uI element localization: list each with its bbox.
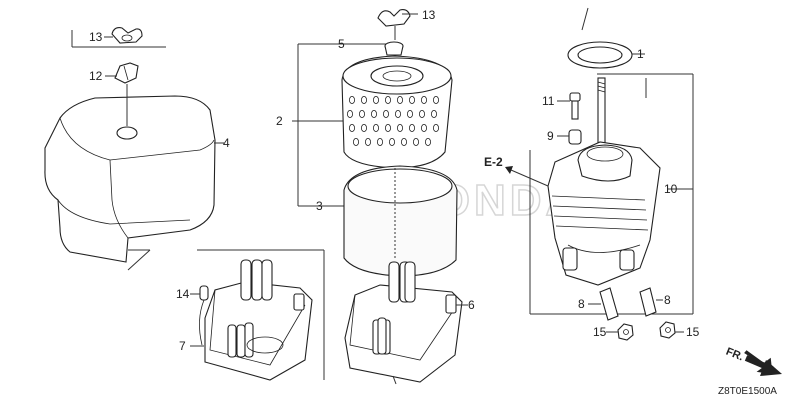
air-cleaner-case (344, 261, 463, 383)
grommet-part-5 (384, 41, 404, 56)
dowel-pin-left (599, 287, 619, 321)
perforation-hole (372, 124, 379, 133)
callout-9: 9 (547, 129, 554, 143)
figure-code: Z8T0E1500A (718, 386, 777, 397)
elbow-part-10 (547, 141, 661, 286)
front-direction-arrow (744, 350, 782, 376)
perforation-hole (432, 124, 439, 133)
perforation-hole (348, 124, 355, 133)
wing-nut-left (111, 27, 143, 44)
paper-element (341, 55, 453, 169)
collar-part-9 (568, 129, 582, 145)
perforation-hole (420, 124, 427, 133)
bolt-part-11 (569, 92, 581, 120)
perforation-hole (372, 96, 379, 105)
perforation-hole (360, 124, 367, 133)
reference-e2: E-2 (484, 155, 503, 169)
direction-label: FR. (724, 346, 745, 364)
perforation-hole (396, 124, 403, 133)
callout-4: 4 (223, 136, 230, 150)
clip-part-12 (114, 62, 139, 84)
perforation-hole (408, 124, 415, 133)
case-inset (204, 259, 313, 381)
perforation-hole (430, 110, 437, 119)
callout-13-top: 13 (422, 8, 436, 22)
callout-2: 2 (276, 114, 283, 128)
nut-right (659, 321, 676, 339)
callout-13-left: 13 (89, 30, 103, 44)
perforation-hole (384, 124, 391, 133)
perforation-hole (412, 137, 419, 146)
perforation-hole (432, 96, 439, 105)
element-perforations (346, 96, 439, 146)
perforation-hole (388, 137, 395, 146)
callout-5: 5 (338, 37, 345, 51)
perforation-hole (384, 96, 391, 105)
perforation-hole (364, 137, 371, 146)
callout-7: 7 (179, 339, 186, 353)
perforation-hole (406, 110, 413, 119)
perforation-hole (408, 96, 415, 105)
perforation-hole (360, 96, 367, 105)
callout-11: 11 (542, 94, 555, 108)
callout-14: 14 (176, 287, 190, 301)
air-cleaner-cover (44, 95, 216, 263)
callout-12: 12 (89, 69, 103, 83)
wing-nut-top (377, 9, 411, 27)
perforation-hole (376, 137, 383, 146)
tube-part-7 (199, 299, 205, 346)
callout-1: 1 (637, 47, 644, 61)
perforation-hole (420, 96, 427, 105)
callout-10: 10 (664, 182, 678, 196)
perforation-hole (382, 110, 389, 119)
perforation-hole (424, 137, 431, 146)
foam-element (343, 165, 458, 277)
dowel-pin-right (639, 287, 657, 317)
perforation-hole (396, 96, 403, 105)
callout-8-left: 8 (578, 297, 585, 311)
callout-8-right: 8 (664, 293, 671, 307)
perforation-hole (348, 96, 355, 105)
perforation-hole (394, 110, 401, 119)
callout-3: 3 (316, 199, 323, 213)
perforation-hole (418, 110, 425, 119)
pin-part-14 (199, 285, 209, 301)
perforation-hole (370, 110, 377, 119)
callout-15-right: 15 (686, 325, 700, 339)
gasket-part-1 (567, 41, 633, 69)
perforation-hole (346, 110, 353, 119)
perforation-hole (352, 137, 359, 146)
perforation-hole (400, 137, 407, 146)
perforation-hole (358, 110, 365, 119)
nut-left (617, 323, 634, 341)
callout-15-left: 15 (593, 325, 607, 339)
callout-6: 6 (468, 298, 475, 312)
